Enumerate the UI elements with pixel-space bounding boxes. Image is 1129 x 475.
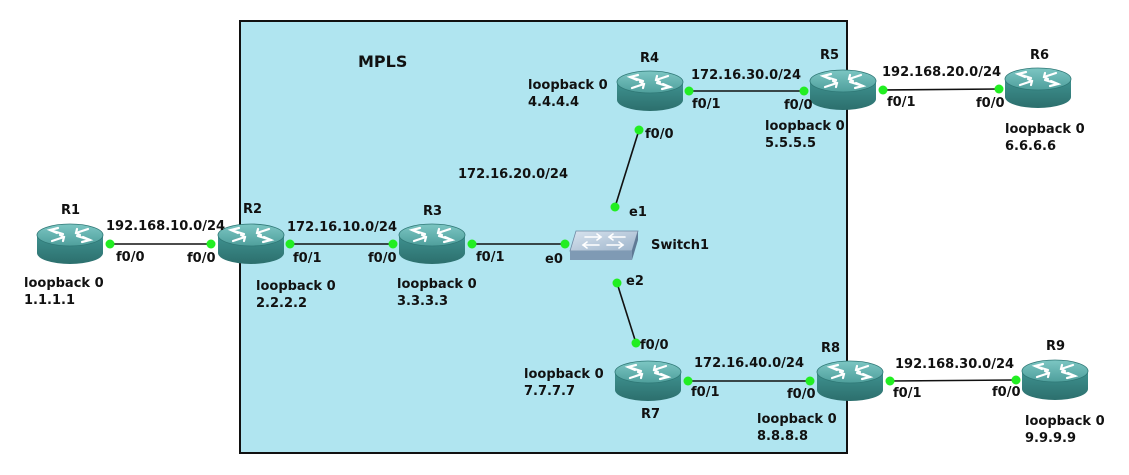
- link-r5-r6: [882, 88, 1000, 91]
- port-dots-layer: [105, 84, 1021, 386]
- mpls-title: MPLS: [358, 52, 407, 71]
- loopback-label: loopback 0: [1025, 414, 1105, 429]
- subnet-label: 192.168.30.0/24: [895, 357, 1014, 372]
- interface-label: f0/0: [787, 387, 816, 402]
- router-icon: [216, 222, 286, 266]
- port-dot: [560, 239, 570, 249]
- router-name: R3: [423, 204, 442, 219]
- router-name: R1: [61, 203, 80, 218]
- port-dot: [610, 202, 620, 212]
- switch-icon: [569, 230, 639, 260]
- subnet-label: 172.16.20.0/24: [458, 167, 568, 182]
- links-layer: [110, 88, 1017, 382]
- switch-switch1[interactable]: [569, 230, 639, 260]
- port-dot: [467, 239, 477, 249]
- port-dot: [1011, 375, 1021, 385]
- loopback-label: loopback 0: [1005, 122, 1085, 137]
- router-r6[interactable]: [1003, 66, 1073, 110]
- loopback-label: loopback 0: [524, 367, 604, 382]
- loopback-label: loopback 0: [24, 276, 104, 291]
- interface-label: f0/0: [187, 251, 216, 266]
- link-r8-r9: [889, 379, 1017, 382]
- port-dot: [878, 85, 888, 95]
- router-r4[interactable]: [615, 69, 685, 113]
- router-icon: [808, 68, 878, 112]
- interface-label: f0/0: [640, 338, 669, 353]
- port-dot: [885, 376, 895, 386]
- router-icon: [613, 359, 683, 403]
- loopback-ip: 5.5.5.5: [765, 136, 816, 151]
- router-r9[interactable]: [1020, 358, 1090, 402]
- port-dot: [631, 338, 641, 348]
- subnet-label: 192.168.20.0/24: [882, 65, 1001, 80]
- interface-label: f0/0: [976, 96, 1005, 111]
- router-r1[interactable]: [35, 222, 105, 266]
- loopback-ip: 8.8.8.8: [757, 429, 808, 444]
- interface-label: e2: [626, 274, 644, 289]
- router-icon: [615, 69, 685, 113]
- loopback-ip: 1.1.1.1: [24, 293, 75, 308]
- loopback-ip: 4.4.4.4: [528, 95, 579, 110]
- loopback-label: loopback 0: [757, 412, 837, 427]
- router-name: R6: [1030, 48, 1049, 63]
- subnet-label: 172.16.40.0/24: [694, 356, 804, 371]
- router-icon: [397, 222, 467, 266]
- loopback-ip: 9.9.9.9: [1025, 431, 1076, 446]
- router-name: R9: [1046, 339, 1065, 354]
- router-r5[interactable]: [808, 68, 878, 112]
- port-dot: [683, 376, 693, 386]
- interface-label: f0/1: [476, 250, 505, 265]
- interface-label: f0/1: [691, 385, 720, 400]
- link-switch-r7: [616, 282, 637, 344]
- router-r8[interactable]: [815, 359, 885, 403]
- loopback-label: loopback 0: [528, 78, 608, 93]
- interface-label: f0/0: [784, 98, 813, 113]
- router-r3[interactable]: [397, 222, 467, 266]
- port-dot: [634, 125, 644, 135]
- router-icon: [35, 222, 105, 266]
- loopback-label: loopback 0: [397, 277, 477, 292]
- subnet-label: 172.16.10.0/24: [287, 220, 397, 235]
- interface-label: f0/0: [645, 127, 674, 142]
- subnet-label: 172.16.30.0/24: [691, 68, 801, 83]
- switch-name: Switch1: [651, 238, 709, 253]
- loopback-label: loopback 0: [765, 119, 845, 134]
- loopback-ip: 6.6.6.6: [1005, 139, 1056, 154]
- router-name: R5: [820, 48, 839, 63]
- router-name: R8: [821, 341, 840, 356]
- interface-label: f0/1: [293, 251, 322, 266]
- interface-label: f0/1: [887, 95, 916, 110]
- loopback-ip: 2.2.2.2: [256, 296, 307, 311]
- port-dot: [388, 239, 398, 249]
- router-name: R7: [641, 407, 660, 422]
- interface-label: f0/1: [692, 97, 721, 112]
- link-switch-r4: [614, 129, 640, 208]
- port-dot: [799, 86, 809, 96]
- port-dot: [994, 84, 1004, 94]
- loopback-ip: 3.3.3.3: [397, 294, 448, 309]
- port-dot: [805, 376, 815, 386]
- router-r7[interactable]: [613, 359, 683, 403]
- interface-label: f0/1: [893, 386, 922, 401]
- port-dot: [285, 239, 295, 249]
- router-icon: [1003, 66, 1073, 110]
- router-icon: [815, 359, 885, 403]
- interface-label: e0: [545, 252, 563, 267]
- interface-label: e1: [629, 205, 647, 220]
- port-dot: [105, 239, 115, 249]
- port-dot: [206, 239, 216, 249]
- loopback-label: loopback 0: [256, 279, 336, 294]
- port-dot: [684, 86, 694, 96]
- interface-label: f0/0: [992, 385, 1021, 400]
- interface-label: f0/0: [116, 250, 145, 265]
- router-name: R4: [640, 51, 659, 66]
- port-dot: [612, 278, 622, 288]
- router-icon: [1020, 358, 1090, 402]
- router-r2[interactable]: [216, 222, 286, 266]
- interface-label: f0/0: [368, 251, 397, 266]
- subnet-label: 192.168.10.0/24: [106, 219, 225, 234]
- router-name: R2: [243, 202, 262, 217]
- loopback-ip: 7.7.7.7: [524, 384, 575, 399]
